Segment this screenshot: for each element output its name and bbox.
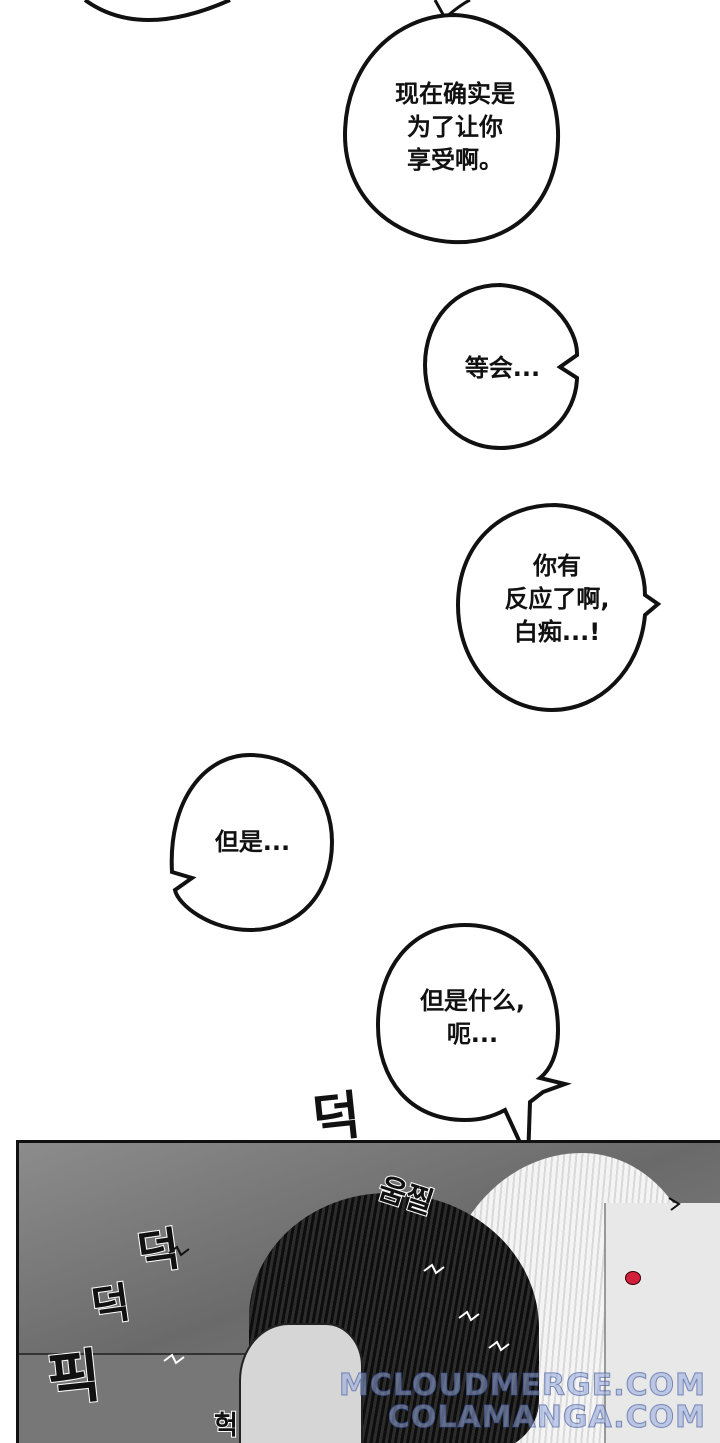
bubble-5-text: 但是什么, 呃...: [419, 987, 526, 1048]
manga-panel: 덕 덕 픽 움찔 헉: [16, 1140, 720, 1443]
white-hair-face: [604, 1203, 720, 1443]
bubble-2-text: 等会...: [464, 354, 541, 382]
bubble-5-outline: [375, 922, 572, 1161]
watermark-line-1: MCLOUDMERGE.COM: [338, 1368, 706, 1404]
watermark-line-2: COLAMANGA.COM: [387, 1400, 706, 1436]
bubble-3-outline: [455, 502, 662, 713]
motion-marks: [163, 1197, 681, 1365]
bubble-1-text: 现在确实是 为了让你 享受啊。: [395, 80, 515, 174]
partial-bubble-top: [83, 0, 231, 22]
shoulder-shape: [19, 1353, 279, 1443]
bubble-3-text: 你有 反应了啊, 白痴...!: [504, 552, 610, 646]
bubble-2-outline: [422, 282, 580, 451]
dark-hair-face: [239, 1323, 363, 1443]
bubble-4-text: 但是...: [214, 828, 291, 856]
sfx-bottom: 헉: [213, 1410, 239, 1442]
red-eye: [625, 1271, 641, 1285]
bubble-4-outline: [169, 752, 335, 933]
bubble-1-outline: [342, 12, 561, 245]
